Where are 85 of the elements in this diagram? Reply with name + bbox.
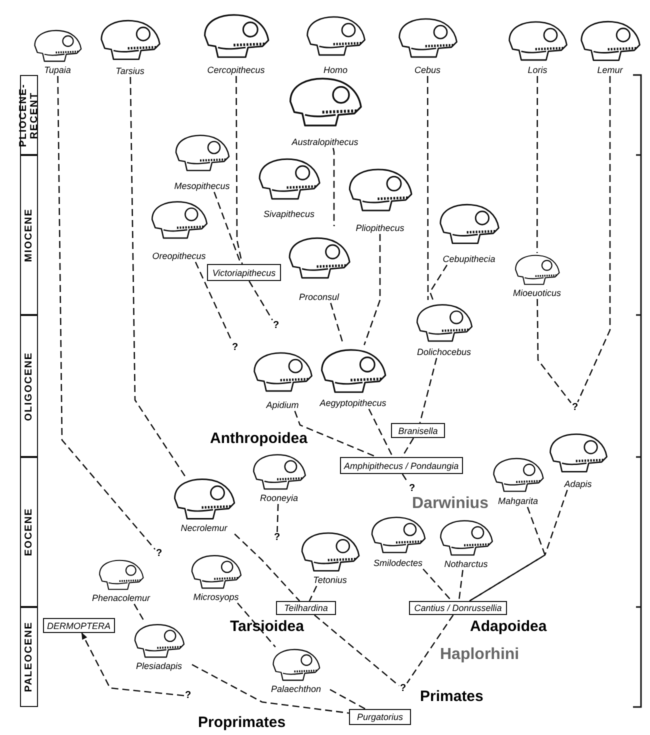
connector-line: [368, 408, 394, 458]
epoch-band: EOCENE: [20, 457, 38, 607]
connector-line: [458, 570, 464, 602]
taxon-name: Aegyptopithecus: [320, 398, 386, 409]
question-mark: ?: [571, 402, 579, 414]
taxon-name: Palaechthon: [270, 684, 322, 695]
clade-label: Tarsioidea: [230, 618, 304, 635]
taxon-name: Homo: [324, 65, 348, 76]
epoch-band: PALEOCENE: [20, 607, 38, 707]
connector-line: [469, 490, 568, 602]
clade-label: Anthropoidea: [210, 430, 308, 447]
connector-line: [536, 76, 538, 253]
clade-label: Darwinius: [412, 495, 488, 513]
taxon-name: Cebupithecia: [442, 254, 496, 265]
taxon-name: Proconsul: [298, 292, 340, 303]
taxon-box: Branisella: [391, 423, 445, 438]
connector-line: [364, 234, 381, 346]
taxon-name: Smilodectes: [373, 558, 423, 569]
taxon-name: Mesopithecus: [174, 181, 230, 192]
connector-line: [332, 148, 335, 227]
taxon-name: Sivapithecus: [263, 209, 315, 220]
epoch-band: OLIGOCENE: [20, 315, 38, 457]
taxon-name: Adapis: [564, 479, 592, 490]
question-mark: ?: [399, 683, 407, 695]
taxon-name: Apidium: [266, 400, 299, 411]
taxon-name: Microsyops: [193, 592, 239, 603]
taxon-name: Pliopithecus: [356, 223, 404, 234]
taxon-box: Teilhardina: [276, 601, 336, 615]
taxon-name: Phenacolemur: [92, 593, 150, 604]
taxon-box: Purgatorius: [349, 709, 411, 725]
connector-line: [426, 76, 429, 301]
connector-line: [236, 76, 243, 264]
taxon-name: Cebus: [414, 65, 440, 76]
taxon-name: Rooneyia: [260, 493, 298, 504]
taxon-name: Mioeuoticus: [512, 288, 562, 299]
taxon-name: Oreopithecus: [152, 251, 206, 262]
taxon-name: Tupaia: [44, 65, 71, 76]
taxon-name: Lemur: [597, 65, 623, 76]
connector-line: [419, 358, 438, 424]
clade-label: Haplorhini: [440, 646, 520, 664]
clade-label: Adapoidea: [470, 618, 547, 635]
connector-line: [469, 506, 546, 602]
clade-label: Primates: [420, 688, 484, 705]
taxon-box: Cantius / Donrussellia: [409, 601, 507, 615]
connector-line: [422, 568, 452, 602]
connector-line: [314, 614, 400, 686]
taxon-box: DERMOPTERA: [43, 618, 115, 633]
question-mark: ?: [272, 320, 280, 332]
connector-line: [57, 76, 156, 550]
connector-line: [248, 280, 273, 320]
taxon-name: Dolichocebus: [416, 347, 472, 358]
connector-line: [294, 410, 377, 458]
question-mark: ?: [231, 342, 239, 354]
clade-label: Proprimates: [198, 714, 286, 731]
taxon-name: Necrolemur: [180, 523, 228, 534]
connector-line: [406, 614, 454, 684]
connector-line: [130, 77, 186, 476]
connector-line: [536, 299, 572, 404]
taxon-name: Tetonius: [313, 575, 347, 586]
connector-line: [577, 76, 611, 402]
connector-line: [276, 504, 279, 532]
taxon-name: Plesiadapis: [136, 661, 182, 672]
connector-line: [237, 602, 276, 648]
question-mark: ?: [408, 483, 416, 495]
taxon-name: Australopithecus: [292, 137, 358, 148]
connector-line: [308, 586, 318, 602]
epoch-band: MIOCENE: [20, 155, 38, 315]
question-mark: ?: [273, 532, 281, 544]
question-mark: ?: [155, 548, 163, 560]
connector-line: [402, 438, 414, 458]
taxon-name: Mahgarita: [498, 496, 538, 507]
taxon-box: Victoriapithecus: [207, 264, 281, 281]
question-mark: ?: [184, 690, 192, 702]
taxon-name: Cercopithecus: [207, 65, 265, 76]
epoch-band: PLIOCENE- RECENT: [20, 75, 38, 155]
arrow: [81, 632, 184, 696]
connector-line: [134, 604, 146, 622]
taxon-box: Amphipithecus / Pondaungia: [340, 457, 463, 474]
taxon-name: Loris: [528, 65, 548, 76]
connector-line: [330, 689, 366, 710]
taxon-name: Tarsius: [116, 66, 144, 77]
taxon-name: Notharctus: [444, 559, 488, 570]
connector-line: [234, 534, 300, 602]
connector-line: [429, 264, 448, 300]
connector-line: [192, 664, 350, 714]
